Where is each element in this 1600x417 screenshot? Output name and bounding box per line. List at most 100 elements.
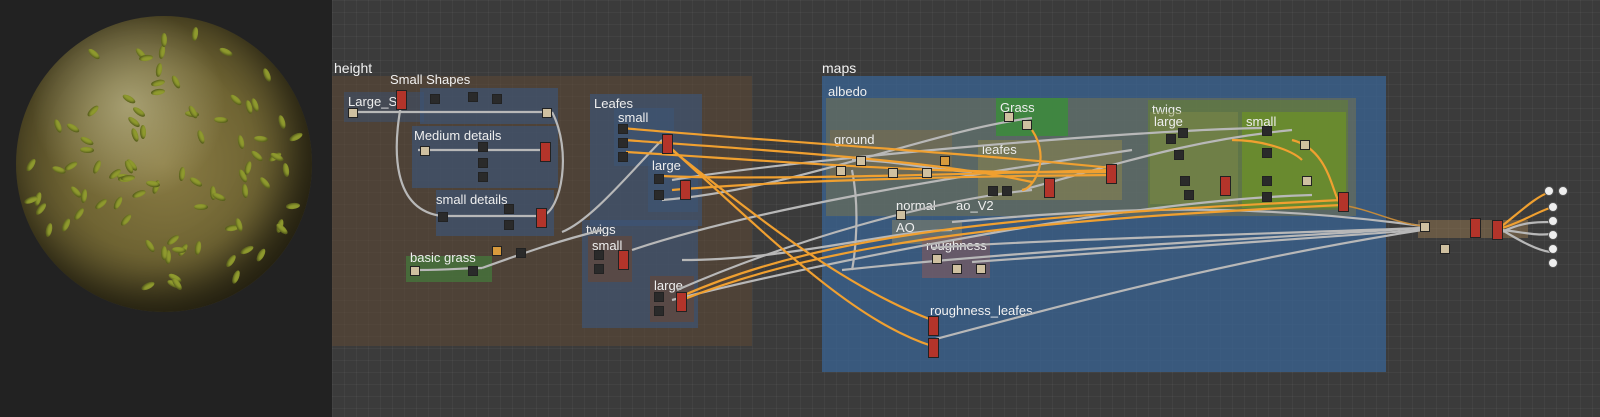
output-port-icon[interactable]: [1548, 244, 1558, 254]
node-icon[interactable]: [478, 142, 488, 152]
node-icon[interactable]: [618, 124, 628, 134]
node-icon[interactable]: [1174, 150, 1184, 160]
node-icon[interactable]: [654, 292, 664, 302]
node-icon[interactable]: [1338, 192, 1349, 212]
node-icon[interactable]: [1184, 190, 1194, 200]
node-icon[interactable]: [468, 266, 478, 276]
node-icon[interactable]: [504, 204, 514, 214]
node-icon[interactable]: [1262, 126, 1272, 136]
leaf-detail: [59, 216, 72, 233]
node-icon[interactable]: [1300, 140, 1310, 150]
node-icon[interactable]: [988, 186, 998, 196]
leaf-detail: [44, 222, 54, 238]
node-icon[interactable]: [928, 316, 939, 336]
node-icon[interactable]: [420, 146, 430, 156]
node-icon[interactable]: [478, 172, 488, 182]
node-icon[interactable]: [1022, 120, 1032, 130]
node-icon[interactable]: [618, 138, 628, 148]
frame-title-roughness: roughness: [926, 238, 987, 253]
frame-title-ground: ground: [834, 132, 875, 147]
frame-title-albedo-twigs-small: small: [1246, 114, 1277, 129]
output-port-icon[interactable]: [1558, 186, 1568, 196]
node-icon[interactable]: [542, 108, 552, 118]
node-icon[interactable]: [932, 254, 942, 264]
output-port-icon[interactable]: [1548, 216, 1558, 226]
material-preview-sphere[interactable]: [16, 16, 312, 312]
node-icon[interactable]: [1440, 244, 1450, 254]
frame-albedo-twigs-small[interactable]: small: [1242, 112, 1346, 208]
node-icon[interactable]: [1262, 176, 1272, 186]
leaf-detail: [161, 33, 168, 48]
node-icon[interactable]: [940, 156, 950, 166]
node-icon[interactable]: [676, 292, 687, 312]
leaf-detail: [277, 114, 288, 130]
node-icon[interactable]: [662, 134, 673, 154]
node-icon[interactable]: [836, 166, 846, 176]
node-icon[interactable]: [654, 306, 664, 316]
node-icon[interactable]: [540, 142, 551, 162]
node-icon[interactable]: [1492, 220, 1503, 240]
node-icon[interactable]: [594, 250, 604, 260]
leaf-detail: [170, 276, 184, 292]
node-icon[interactable]: [1420, 222, 1430, 232]
node-icon[interactable]: [438, 212, 448, 222]
node-icon[interactable]: [478, 158, 488, 168]
node-icon[interactable]: [492, 246, 502, 256]
leaf-detail: [211, 191, 227, 203]
output-port-icon[interactable]: [1548, 202, 1558, 212]
output-port-icon[interactable]: [1548, 230, 1558, 240]
node-icon[interactable]: [1178, 128, 1188, 138]
node-icon[interactable]: [928, 338, 939, 358]
node-graph-canvas[interactable]: height Large_Sh Small Shapes Medium deta…: [332, 0, 1600, 417]
node-icon[interactable]: [1044, 178, 1055, 198]
frame-title-small-details: small details: [436, 192, 508, 207]
leaf-detail: [160, 245, 167, 260]
frame-title-albedo-leafes: leafes: [982, 142, 1017, 157]
frame-small-details[interactable]: small details: [436, 190, 554, 236]
node-icon[interactable]: [504, 220, 514, 230]
frame-ao-v2[interactable]: ao_V2: [952, 198, 994, 216]
node-icon[interactable]: [468, 92, 478, 102]
node-icon[interactable]: [1262, 148, 1272, 158]
node-icon[interactable]: [1004, 112, 1014, 122]
node-icon[interactable]: [680, 180, 691, 200]
node-icon[interactable]: [618, 152, 628, 162]
node-icon[interactable]: [1180, 176, 1190, 186]
output-port-icon[interactable]: [1548, 258, 1558, 268]
leaf-detail: [150, 78, 166, 88]
node-icon[interactable]: [396, 90, 407, 110]
node-icon[interactable]: [516, 248, 526, 258]
leaf-detail: [80, 188, 88, 204]
output-port-icon[interactable]: [1544, 186, 1554, 196]
node-icon[interactable]: [618, 250, 629, 270]
node-icon[interactable]: [952, 264, 962, 274]
node-icon[interactable]: [856, 156, 866, 166]
node-icon[interactable]: [896, 210, 906, 220]
leaf-detail: [258, 175, 272, 190]
node-icon[interactable]: [430, 94, 440, 104]
node-icon[interactable]: [410, 266, 420, 276]
leaf-detail: [240, 183, 249, 199]
node-icon[interactable]: [654, 174, 664, 184]
node-icon[interactable]: [1002, 186, 1012, 196]
frame-small-shapes[interactable]: [420, 88, 558, 124]
node-icon[interactable]: [976, 264, 986, 274]
leaf-detail: [131, 188, 147, 200]
node-icon[interactable]: [654, 190, 664, 200]
node-icon[interactable]: [536, 208, 547, 228]
node-icon[interactable]: [1220, 176, 1231, 196]
leaf-detail: [87, 46, 102, 61]
node-icon[interactable]: [1302, 176, 1312, 186]
leaf-detail: [79, 134, 95, 147]
node-icon[interactable]: [1166, 134, 1176, 144]
node-icon[interactable]: [922, 168, 932, 178]
node-icon[interactable]: [1106, 164, 1117, 184]
node-icon[interactable]: [594, 264, 604, 274]
frame-title-leafes-small: small: [618, 110, 649, 125]
node-icon[interactable]: [492, 94, 502, 104]
node-icon[interactable]: [348, 108, 358, 118]
node-icon[interactable]: [888, 168, 898, 178]
node-icon[interactable]: [1262, 192, 1272, 202]
node-icon[interactable]: [1470, 218, 1481, 238]
3d-preview-panel[interactable]: [0, 0, 332, 417]
